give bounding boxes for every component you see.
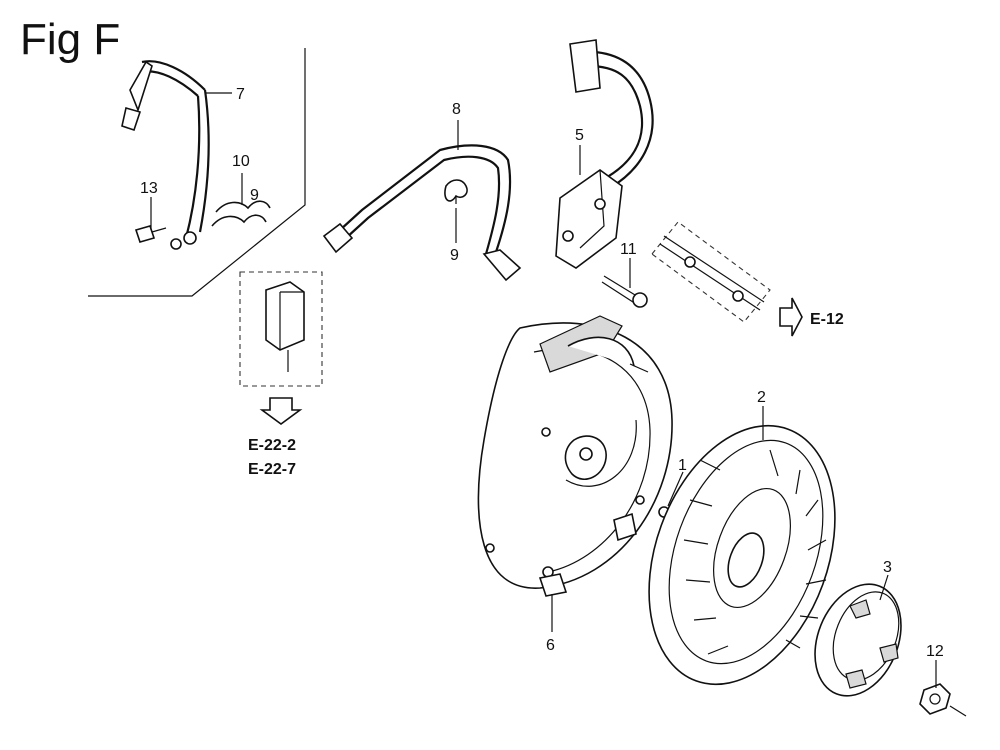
dashed-box-e12 (651, 221, 771, 323)
ref-e22-2: E-22-2 (248, 437, 296, 454)
callout-5: 5 (575, 127, 584, 144)
module-unit (265, 281, 305, 372)
callout-2: 2 (757, 389, 766, 406)
callout-9a: 9 (250, 187, 259, 204)
part-9-clip (444, 179, 468, 204)
part-5-ignition-coil (555, 39, 654, 269)
ref-e12: E-12 (810, 311, 844, 328)
leader-lines (150, 92, 937, 688)
arrow-e12 (779, 297, 803, 337)
callout-9b: 9 (450, 247, 459, 264)
part-6-housing (477, 315, 673, 597)
callout-3: 3 (883, 559, 892, 576)
callout-10: 10 (232, 153, 250, 170)
part-7-wire-harness (121, 60, 210, 250)
callout-7: 7 (236, 86, 245, 103)
dashed-box-module (239, 271, 323, 387)
bolts-e12 (659, 235, 765, 311)
callout-6: 6 (546, 637, 555, 654)
part-13-screw (134, 225, 167, 243)
callout-1: 1 (678, 457, 687, 474)
callout-13: 13 (140, 180, 158, 197)
callout-12: 12 (926, 643, 944, 660)
part-10-clip (211, 200, 271, 227)
part-2-flywheel (648, 424, 836, 686)
arrow-e22 (259, 397, 303, 425)
ref-e22-7: E-22-7 (248, 461, 296, 478)
part-11-bolt (601, 275, 648, 308)
part-8-ignition-wire (322, 144, 522, 282)
callout-8: 8 (452, 101, 461, 118)
inset-boundary (88, 48, 306, 297)
callout-11: 11 (620, 241, 637, 258)
figure-title: Fig F (20, 15, 121, 64)
part-12-nut (919, 683, 967, 717)
part-3-starter-cup (814, 583, 902, 697)
